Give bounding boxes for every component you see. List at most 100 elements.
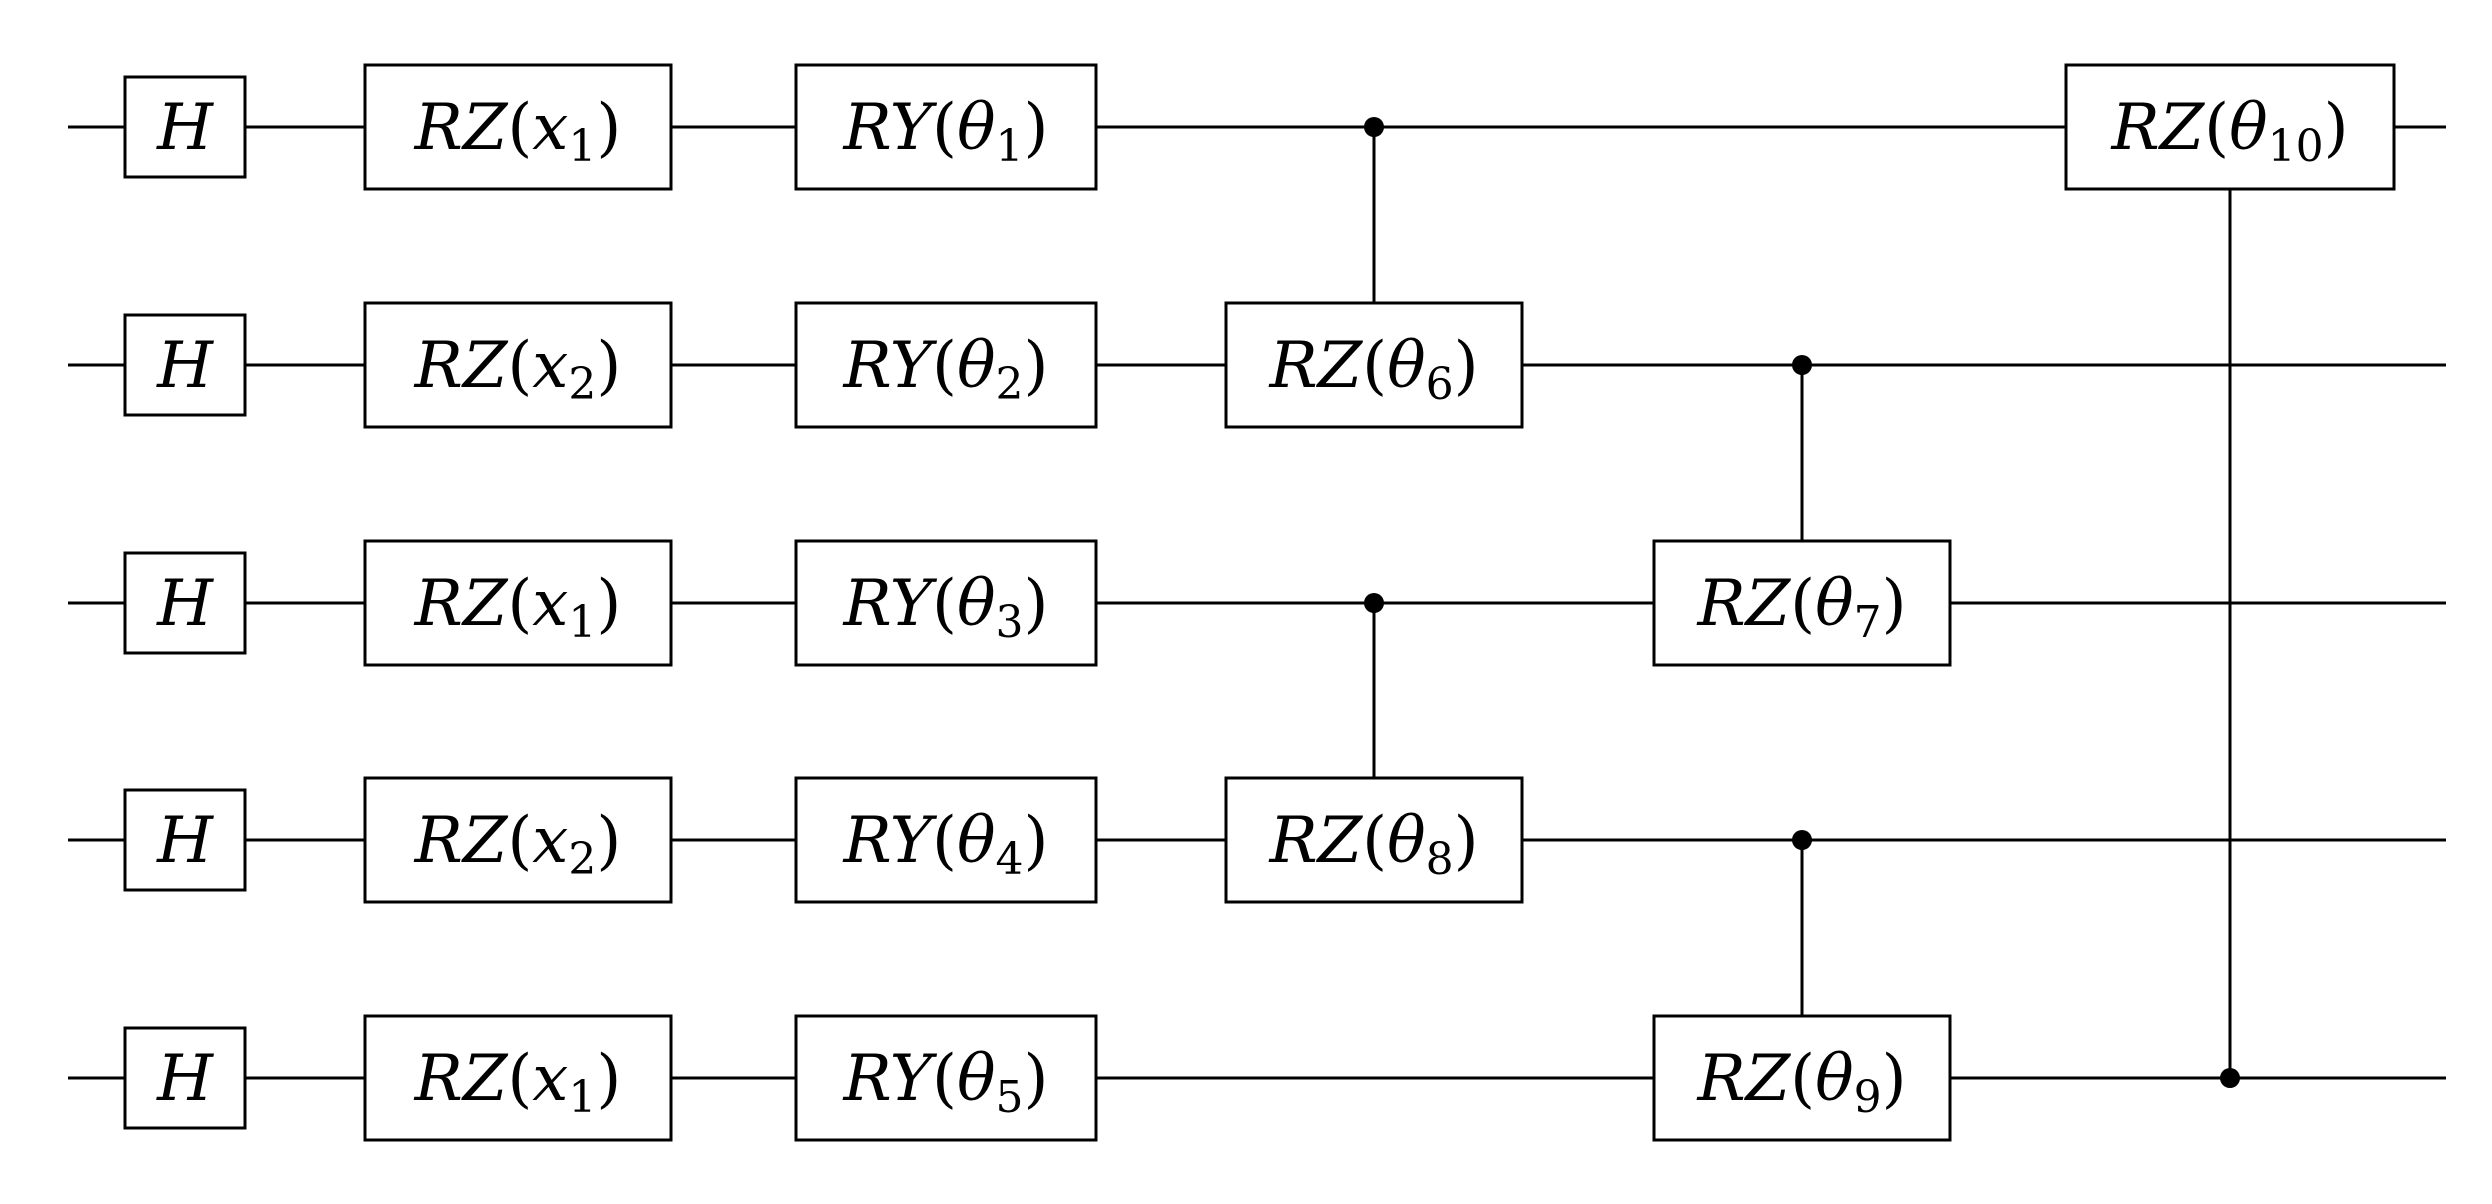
gate-box [123,313,247,417]
control-dot-crz-8 [1364,593,1384,613]
gate-param: x [532,804,568,878]
paren-close: ) [1024,1042,1049,1116]
gate-name: H [156,567,214,641]
gate-crz-10: RZ(θ10) [2064,63,2396,191]
gate-box [363,539,673,667]
gate-param-subscript: 4 [996,834,1024,885]
control-dot-crz-7 [1792,355,1812,375]
gate-param-subscript: 1 [996,121,1024,172]
gate-param-subscript: 3 [996,597,1024,648]
paren-open: ( [2204,91,2229,165]
gate-param: θ [957,91,996,165]
gate-param: x [532,567,568,641]
gate-name: RZ [1268,329,1363,403]
paren-open: ( [507,567,532,641]
gate-name: RZ [414,329,509,403]
control-dot-crz-10 [2220,1068,2240,1088]
gate-label: RY(θ1) [843,91,1049,172]
gate-name: RY [843,804,938,878]
gate-param: θ [1387,804,1426,878]
gate-box [363,63,673,191]
gate-rz-q0: RZ(x1) [363,63,673,191]
paren-open: ( [932,804,957,878]
gate-box [794,776,1098,904]
gate-box [363,301,673,429]
gate-label: H [156,329,214,403]
paren-open: ( [932,329,957,403]
gate-param: θ [957,804,996,878]
gate-param-subscript: 1 [568,597,596,648]
gate-rz-q3: RZ(x2) [363,776,673,904]
gate-label: RY(θ5) [843,1042,1049,1123]
gate-name: H [156,1042,214,1116]
paren-close: ) [596,804,621,878]
paren-close: ) [596,1042,621,1116]
gate-ry-q4: RY(θ5) [794,1014,1098,1142]
gate-param: x [532,1042,568,1116]
gate-ry-q1: RY(θ2) [794,301,1098,429]
gate-h-q3: H [123,788,247,892]
gate-label: RZ(θ10) [2110,91,2348,172]
gate-name: RZ [414,567,509,641]
paren-close: ) [1882,1042,1907,1116]
gate-box [2064,63,2396,191]
gate-param-subscript: 8 [1426,834,1454,885]
gate-param: θ [1815,1042,1854,1116]
paren-open: ( [1790,1042,1815,1116]
gate-label: RZ(θ8) [1268,804,1478,885]
gate-h-q4: H [123,1026,247,1130]
gate-name: RY [843,1042,938,1116]
gate-param-subscript: 10 [2268,121,2324,172]
gate-label: RZ(θ6) [1268,329,1478,410]
gate-name: H [156,804,214,878]
gate-label: RY(θ4) [843,804,1049,885]
gate-label: H [156,91,214,165]
gate-param-subscript: 7 [1854,597,1882,648]
gate-name: RZ [414,91,509,165]
paren-open: ( [1790,567,1815,641]
gate-name: RY [843,329,938,403]
gate-param: θ [957,567,996,641]
paren-open: ( [1362,329,1387,403]
paren-open: ( [932,567,957,641]
paren-open: ( [932,1042,957,1116]
gate-param-subscript: 2 [996,359,1024,410]
gate-label: RZ(x2) [414,329,622,410]
gate-param: θ [1815,567,1854,641]
gates: HHHHHRZ(x1)RZ(x2)RZ(x1)RZ(x2)RZ(x1)RY(θ1… [123,63,2396,1142]
gate-param: θ [2229,91,2268,165]
paren-close: ) [1024,329,1049,403]
gate-param: θ [1387,329,1426,403]
gate-rz-q4: RZ(x1) [363,1014,673,1142]
gate-box [1224,776,1524,904]
gate-ry-q0: RY(θ1) [794,63,1098,191]
gate-param: θ [957,1042,996,1116]
gate-name: H [156,91,214,165]
gate-name: RZ [2110,91,2205,165]
gate-name: RY [843,91,938,165]
gate-label: RZ(x1) [414,1042,622,1123]
paren-open: ( [507,329,532,403]
gate-param: θ [957,329,996,403]
gate-box [794,63,1098,191]
gate-crz-9: RZ(θ9) [1652,1014,1952,1142]
gate-label: RZ(x1) [414,91,622,172]
paren-close: ) [1882,567,1907,641]
gate-name: RY [843,567,938,641]
gate-label: RZ(x2) [414,804,622,885]
gate-box [123,551,247,655]
gate-ry-q3: RY(θ4) [794,776,1098,904]
paren-close: ) [1024,567,1049,641]
gate-label: H [156,567,214,641]
gate-box [123,788,247,892]
gate-crz-8: RZ(θ8) [1224,776,1524,904]
paren-open: ( [507,1042,532,1116]
gate-box [363,776,673,904]
paren-close: ) [596,329,621,403]
control-dot-crz-6 [1364,117,1384,137]
gate-box [794,301,1098,429]
gate-h-q2: H [123,551,247,655]
gate-box [363,1014,673,1142]
gate-box [794,1014,1098,1142]
control-dot-crz-9 [1792,830,1812,850]
